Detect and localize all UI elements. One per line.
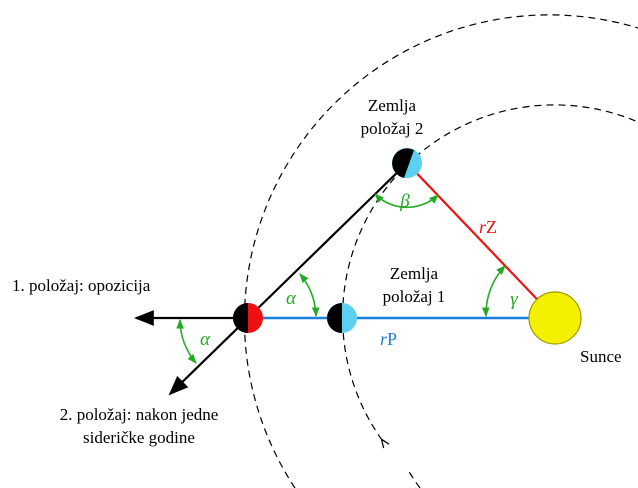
inner-orbit-lower: [407, 469, 421, 488]
angle-gamma-label: γ: [510, 289, 518, 310]
earth-pos2-title: Zemlja: [368, 96, 417, 115]
angle-alpha-label-inner: α: [286, 288, 297, 309]
inner-orbit: [342, 104, 638, 440]
radius-planet-label: rP: [380, 329, 397, 349]
angle-beta-label: β: [399, 191, 410, 212]
angle-beta-arc: [374, 193, 439, 209]
position1-label: 1. položaj: opozicija: [12, 276, 151, 295]
angle-alpha-arc-inner: [299, 273, 320, 317]
position2-label-line1: 2. položaj: nakon jedne: [60, 405, 219, 424]
outer-orbit: [243, 14, 638, 488]
angle-alpha-label-outer: α: [200, 329, 211, 350]
angle-alpha-arc-outer: [176, 319, 197, 364]
sun-label: Sunce: [580, 347, 622, 366]
sun: [528, 291, 582, 345]
earth-position-1: [327, 303, 357, 333]
radius-earth-line: [406, 162, 554, 317]
earth-pos1-subtitle: položaj 1: [383, 287, 446, 306]
earth-position-2: [391, 148, 422, 179]
position2-label-line2: sideričke godine: [83, 428, 195, 447]
earth-pos1-title: Zemlja: [390, 264, 439, 283]
sight-line-position2: [168, 162, 408, 396]
angle-gamma-arc: [481, 265, 506, 317]
radius-earth-label: rZ: [479, 217, 497, 237]
planet: [233, 303, 263, 333]
earth-pos2-subtitle: položaj 2: [361, 119, 424, 138]
